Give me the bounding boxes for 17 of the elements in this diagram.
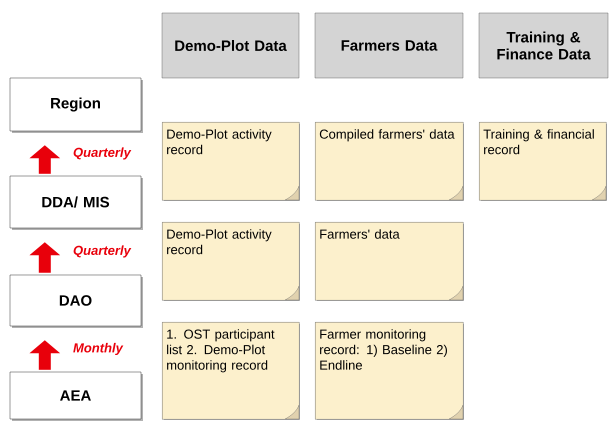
note-card: 1. OST participant list 2. Demo-Plot monitoring record (162, 322, 300, 420)
note-card: Training & financial record (479, 122, 607, 201)
edge-label: Quarterly (74, 245, 132, 258)
level-box: Region (10, 78, 143, 133)
level-box: DDA/ MIS (10, 176, 143, 230)
note-card: Farmer monitoring record: 1) Baseline 2) Endline (315, 322, 464, 420)
note-card: Farmers' data (315, 222, 464, 301)
note-card: Demo-Plot activity record (162, 222, 300, 301)
edge-label: Monthly (73, 342, 124, 356)
column-header: Training & Finance Data (478, 12, 608, 78)
note-card: Demo-Plot activity record (162, 122, 300, 201)
level-box: AEA (10, 372, 143, 421)
note-card: Compiled farmers' data (315, 122, 464, 201)
edge-label: Quarterly (74, 147, 132, 160)
level-box: DAO (10, 274, 143, 328)
column-header: Demo-Plot Data (162, 12, 300, 78)
column-header: Farmers Data (314, 12, 464, 78)
